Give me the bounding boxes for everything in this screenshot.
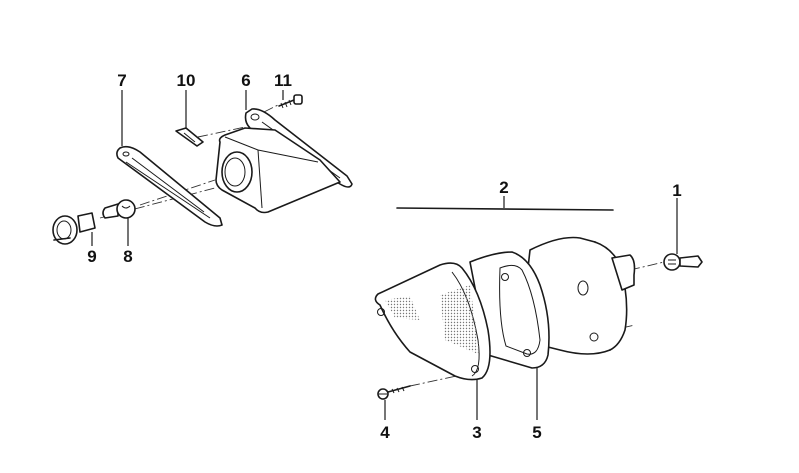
part-9-bulb-socket[interactable] [52, 212, 96, 245]
part-7-gasket[interactable] [116, 145, 223, 227]
callout-2[interactable]: 2 [499, 178, 509, 197]
callout-4[interactable]: 4 [380, 423, 390, 442]
leader-lines [91, 90, 678, 420]
part-11-screw[interactable] [278, 94, 303, 109]
part-1-bulb-wedge[interactable] [663, 253, 703, 271]
part-10-clip-nut[interactable] [175, 127, 204, 147]
part-8-bulb[interactable] [102, 199, 136, 219]
callout-3[interactable]: 3 [472, 423, 482, 442]
part-3-lens[interactable] [374, 262, 491, 381]
callout-1[interactable]: 1 [672, 181, 682, 200]
callout-7[interactable]: 7 [117, 71, 127, 90]
callout-10[interactable]: 10 [176, 71, 196, 90]
part-4-lens-screw[interactable] [377, 385, 411, 400]
assembly-bracket-2 [396, 196, 614, 211]
part-6-side-marker-housing[interactable] [215, 108, 353, 214]
callout-5[interactable]: 5 [532, 423, 542, 442]
callout-9[interactable]: 9 [87, 247, 97, 266]
callout-11[interactable]: 11 [274, 71, 292, 90]
callout-8[interactable]: 8 [123, 247, 133, 266]
callout-6[interactable]: 6 [241, 71, 251, 90]
